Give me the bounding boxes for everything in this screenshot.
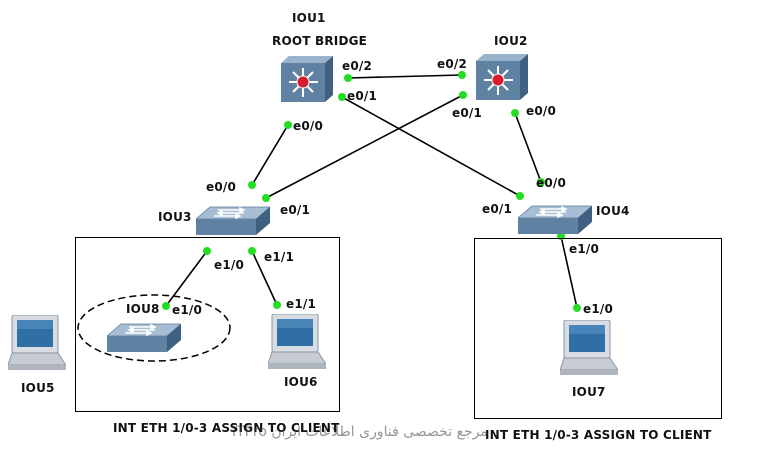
port-label-iou3-e0-1: e0/1	[280, 203, 311, 217]
device-label-iou4: IOU4	[596, 204, 630, 218]
port-label-iou6-e1-1: e1/1	[286, 297, 317, 311]
port-label-iou1-e0-1: e0/1	[347, 89, 378, 103]
port-label-iou4-e0-0: e0/0	[536, 176, 567, 190]
device-label-iou7: IOU7	[572, 385, 606, 399]
switch-icon[interactable]	[196, 205, 270, 235]
device-label-iou6: IOU6	[284, 375, 318, 389]
port-dot	[338, 93, 346, 101]
port-dot	[262, 194, 270, 202]
link-iou2-iou4	[514, 112, 542, 183]
port-label-iou3-e0-0: e0/0	[206, 180, 237, 194]
port-label-iou2-e0-0: e0/0	[526, 104, 557, 118]
link-iou3-iou8	[165, 250, 208, 307]
port-label-iou3-e1-0: e1/0	[214, 258, 245, 272]
port-dot	[248, 181, 256, 189]
port-label-iou7-e1-0: e1/0	[583, 302, 614, 316]
switch-icon[interactable]	[518, 204, 592, 234]
link-iou1-iou3	[251, 124, 289, 186]
port-label-iou1-e0-2: e0/2	[342, 59, 373, 73]
device-label-iou5: IOU5	[21, 381, 55, 395]
device-label-iou1: IOU1	[292, 11, 326, 25]
port-dot	[511, 109, 519, 117]
pc-icon[interactable]	[8, 315, 66, 371]
port-dot	[458, 71, 466, 79]
link-iou3-iou6	[251, 250, 278, 306]
port-label-iou1-e0-0: e0/0	[293, 119, 324, 133]
layer3-switch-icon[interactable]	[281, 56, 333, 102]
device-label-iou8: IOU8	[126, 302, 160, 316]
device-label-iou3: IOU3	[158, 210, 192, 224]
port-dot	[203, 247, 211, 255]
port-label-iou8-e1-0: e1/0	[172, 303, 203, 317]
layer3-switch-icon[interactable]	[476, 54, 528, 100]
port-label-iou4-e1-0: e1/0	[569, 242, 600, 256]
right-area-caption: INT ETH 1/0-3 ASSIGN TO CLIENT	[485, 428, 712, 442]
link-iou1-iou2	[347, 74, 463, 79]
port-dot	[284, 121, 292, 129]
root-bridge-label: ROOT BRIDGE	[272, 34, 368, 48]
switch-icon[interactable]	[107, 322, 181, 352]
port-dot	[344, 74, 352, 82]
pc-icon[interactable]	[268, 314, 326, 370]
port-label-iou2-e0-1: e0/1	[452, 106, 483, 120]
link-iou1-iou4	[341, 96, 521, 197]
port-dot	[162, 302, 170, 310]
port-label-iou3-e1-1: e1/1	[264, 250, 295, 264]
client-area-right	[474, 238, 722, 419]
link-iou4-iou7	[560, 235, 578, 309]
watermark-text: ITPro مرجع تخصصی فناوری اطلاعات ایران	[232, 424, 488, 440]
port-dot	[537, 178, 545, 186]
port-label-iou4-e0-1: e0/1	[482, 202, 513, 216]
pc-icon[interactable]	[560, 320, 618, 376]
client-area-left	[75, 237, 340, 412]
link-iou2-iou3	[265, 94, 464, 199]
port-dot	[459, 91, 467, 99]
port-dot	[516, 192, 524, 200]
port-label-iou2-e0-2: e0/2	[437, 57, 468, 71]
port-dot	[573, 304, 581, 312]
device-label-iou2: IOU2	[494, 34, 528, 48]
left-area-caption: INT ETH 1/0-3 ASSIGN TO CLIENT	[113, 421, 340, 435]
port-dot	[248, 247, 256, 255]
port-dot	[273, 301, 281, 309]
